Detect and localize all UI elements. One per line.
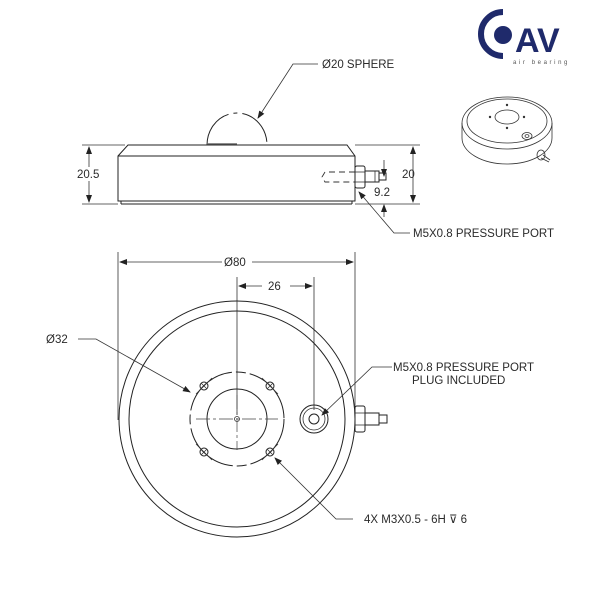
top-view: Ø80 26 <box>46 252 534 538</box>
bolt-hole-icon <box>195 443 213 461</box>
iso-fitting-icon <box>536 149 551 163</box>
port-offset-dim: 9.2 <box>374 187 390 199</box>
sphere-outline <box>206 112 268 146</box>
pressure-port-label: M5X0.8 PRESSURE PORT <box>413 228 554 240</box>
bolt-circle-label: Ø32 <box>46 334 68 346</box>
bolt-holes <box>195 377 279 461</box>
sphere-label: Ø20 SPHERE <box>322 59 395 71</box>
height-dim-right: 20 <box>402 169 415 181</box>
bolt-hole-icon <box>261 443 279 461</box>
port-plug-label-line2: PLUG INCLUDED <box>412 375 505 387</box>
pressure-port-plug-icon <box>299 404 329 434</box>
bolt-hole-icon <box>261 377 279 395</box>
port-plug-label-line1: M5X0.8 PRESSURE PORT <box>393 362 534 374</box>
side-view: 9.2 20.5 20 Ø20 SPHERE M5X0.8 PRESSURE P… <box>76 59 554 240</box>
logo-arc-icon <box>478 9 504 59</box>
pressure-fitting-icon <box>354 165 387 189</box>
company-logo: AV air bearing <box>478 9 570 66</box>
top-fitting-icon <box>354 405 388 433</box>
hole-callout-label: 4X M3X0.5 - 6H ⊽ 6 <box>364 514 467 526</box>
outer-diameter-dim: Ø80 <box>224 257 246 269</box>
port-distance-dim: 26 <box>268 281 281 293</box>
logo-tagline: air bearing <box>513 60 570 66</box>
body-outline <box>117 144 356 202</box>
logo-letters: AV <box>515 22 560 60</box>
iso-view <box>461 96 553 165</box>
height-dim-left: 20.5 <box>77 169 99 181</box>
logo-dot-icon <box>494 26 512 44</box>
bolt-hole-icon <box>195 377 213 395</box>
